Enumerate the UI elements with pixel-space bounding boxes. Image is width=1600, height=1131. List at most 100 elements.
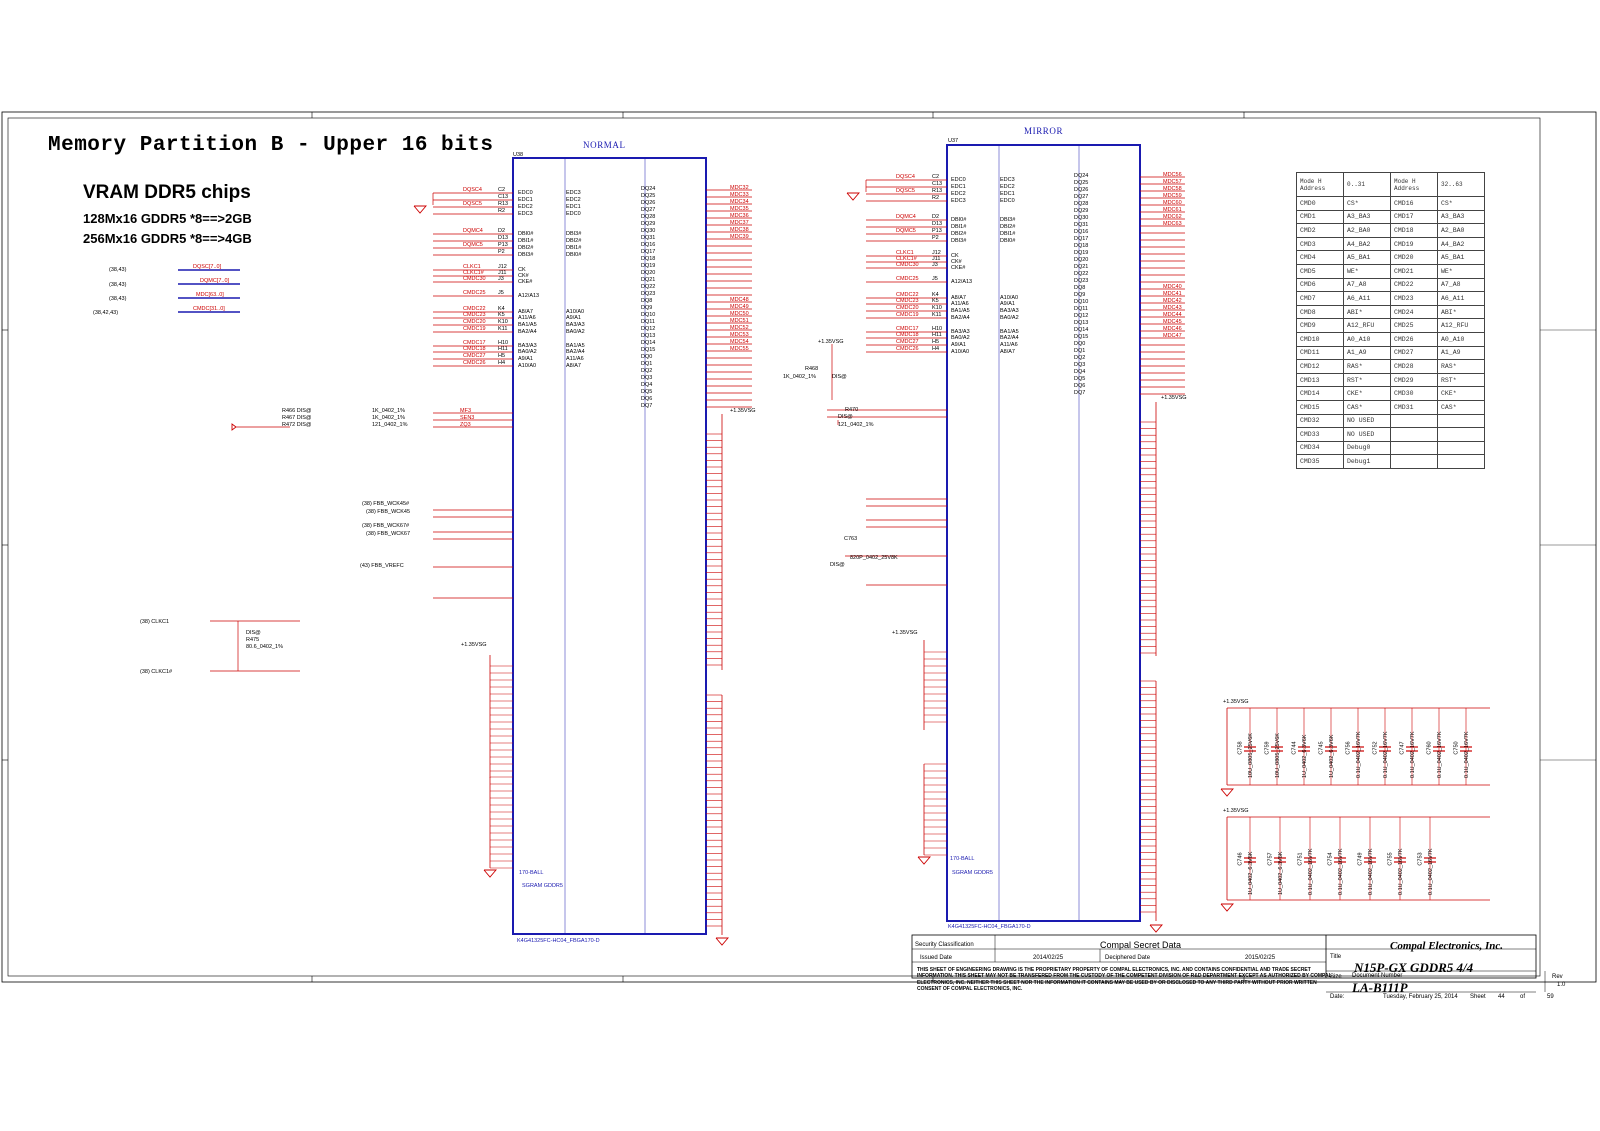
pin-function: BA1/A5 [518,322,537,328]
sheet-number: 44 [1498,994,1505,1000]
pin-function-alt: DBI3# [1000,217,1016,223]
pin-ball: D2 [932,214,940,220]
pin-function-alt: BA0/A2 [566,329,585,335]
dq-pin: DQ6 [1074,383,1086,389]
u37-pkg: 170-BALL [950,856,975,862]
ground-symbol [917,856,931,865]
table-cell: ABI* [1437,304,1485,320]
cap-value: 0.1U_0402_16V7K [1428,848,1434,895]
table-cell [1437,413,1485,429]
c763-ref: C763 [844,536,858,542]
table-cell [1390,427,1438,442]
pin-net: CMDC19 [463,326,486,332]
dq-pin: DQ7 [1074,390,1086,396]
dq-pin: DQ2 [1074,355,1086,361]
cap-ref: C754 [1327,852,1334,866]
mdc-net: MDC56 [1163,172,1182,178]
table-cell: CAS* [1343,399,1391,415]
pin-function: DBI2# [951,231,967,237]
table-cell: NO USED [1343,413,1391,429]
cap-value: 1U_0402_6.3V6K [1329,734,1335,778]
table-cell: CMD11 [1296,345,1344,361]
rail-label: +1.35VSG [818,339,844,345]
dq-pin: DQ10 [1074,299,1089,305]
pin-net: CMDC17 [463,340,486,346]
table-cell: CMD26 [1390,331,1438,347]
table-cell: A7_A8 [1343,277,1391,293]
pin-function-alt: A9/A1 [566,315,581,321]
pin-net: CLKC1# [463,270,484,276]
dq-pin: DQ21 [641,277,656,283]
pin-function: CKE# [518,279,533,285]
pin-ball: R2 [498,208,506,214]
pin-ball: J5 [932,276,938,282]
table-cell: A3_BA3 [1343,209,1391,225]
cap-ref: C750 [1453,741,1460,755]
sheet-total: 59 [1547,994,1554,1000]
u37-chip-outline [946,144,1141,922]
pin-ball: P2 [498,249,505,255]
pin-net: CMDC25 [463,290,486,296]
pin-function: A11/A6 [951,301,969,307]
pin-function: A11/A6 [518,315,536,321]
pin-net: CMDC20 [896,305,919,311]
mdc-net: MDC57 [1163,179,1182,185]
pin-ball: H5 [498,353,506,359]
pin-net: CMDC23 [463,312,486,318]
table-cell: A12_RFU [1343,318,1391,333]
pin-function: BA1/A5 [951,308,970,314]
table-cell: A12_RFU [1437,318,1485,333]
dq-pin: DQ30 [641,228,656,234]
table-cell: CMD16 [1390,196,1438,211]
rev-label: Rev [1552,974,1563,980]
dq-pin: DQ22 [641,284,656,290]
pin-ball: D2 [498,228,506,234]
r468-ref: R468 [805,366,819,372]
table-cell: CMD6 [1296,277,1344,293]
table-cell: CKE* [1343,386,1391,401]
bus-label-ref: (38,43) [109,296,127,302]
pin-function-alt: EDC2 [1000,184,1015,190]
dq-pin: DQ19 [1074,250,1089,256]
pin-ball: J3 [932,262,938,268]
table-cell [1390,413,1438,429]
pin-function: A9/A1 [518,356,533,362]
pin-ball: K5 [498,312,505,318]
cap-ref: C758 [1237,741,1244,755]
fbb-wck67n: (38) FBB_WCK67# [362,523,410,529]
dq-pin: DQ4 [1074,369,1086,375]
pin-function: EDC0 [951,177,966,183]
mdc-net: MDC39 [730,234,749,240]
cap-ref: C744 [1291,741,1298,755]
pin-function-alt: EDC0 [1000,198,1015,204]
table-cell: RST* [1343,372,1391,388]
pin-net: CMDC25 [896,276,919,282]
dq-pin: DQ16 [641,242,656,248]
bus-label-ref: (38,43) [109,267,127,273]
dq-pin: DQ0 [641,354,653,360]
u37-mode-label: MIRROR [1024,126,1064,136]
dq-pin: DQ25 [1074,180,1089,186]
dq-pin: DQ30 [1074,215,1089,221]
mdc-net: MDC61 [1163,207,1182,213]
u38-part: K4G41325FC-HC04_FBGA170-D [517,938,600,944]
sheet-label: Sheet [1470,994,1486,1000]
cap-ref: C757 [1267,852,1274,866]
pin-function-alt: BA2/A4 [1000,335,1019,341]
dq-pin: DQ23 [1074,278,1089,284]
pin-function: A12/A13 [951,279,973,285]
pin-function: DBI0# [518,231,534,237]
table-cell [1437,440,1485,456]
r468-value: 1K_0402_1% [783,374,817,380]
bus-label-net: DQMC[7..0] [200,278,230,284]
table-cell: CMD20 [1390,250,1438,265]
dq-pin: DQ7 [641,403,653,409]
net-mf3: MF3 [460,408,471,414]
pin-ball: H10 [498,340,509,346]
pin-net: CMDC30 [463,276,486,282]
